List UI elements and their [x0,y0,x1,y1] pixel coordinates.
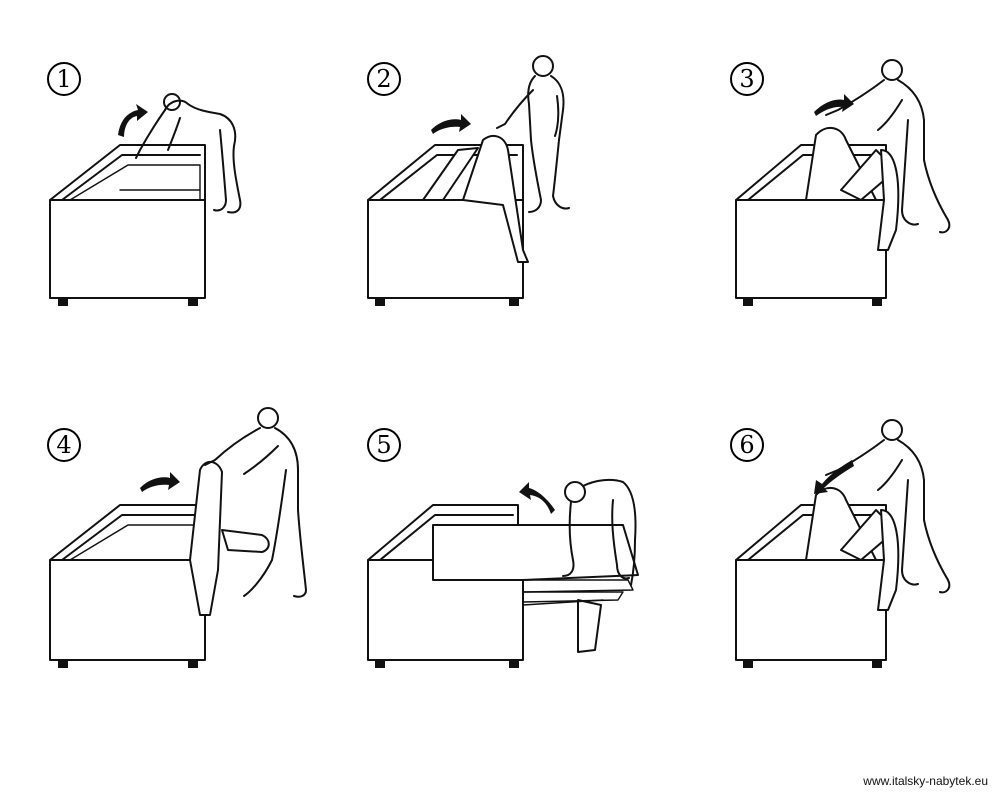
step-2-number: 2 [367,62,401,96]
step-5-illustration [367,478,639,668]
step-6-illustration [735,419,951,668]
step-1-number: 1 [47,62,81,96]
step-4-panel: 4 [0,370,333,740]
step-4-illustration [49,407,307,668]
step-5-number: 5 [367,428,401,462]
step-3-illustration [735,59,951,306]
website-url: www.italsky-nabytek.eu [863,774,988,788]
step-1-illustration [49,93,242,306]
step-2-illustration [367,55,570,306]
step-5-panel: 5 [333,370,666,740]
step-6-panel: 6 [666,370,999,740]
step-4-number: 4 [47,428,81,462]
step-3-panel: 3 [666,0,999,370]
step-1-panel: 1 [0,0,333,370]
step-3-number: 3 [730,62,764,96]
step-2-panel: 2 [333,0,666,370]
step-6-number: 6 [730,428,764,462]
